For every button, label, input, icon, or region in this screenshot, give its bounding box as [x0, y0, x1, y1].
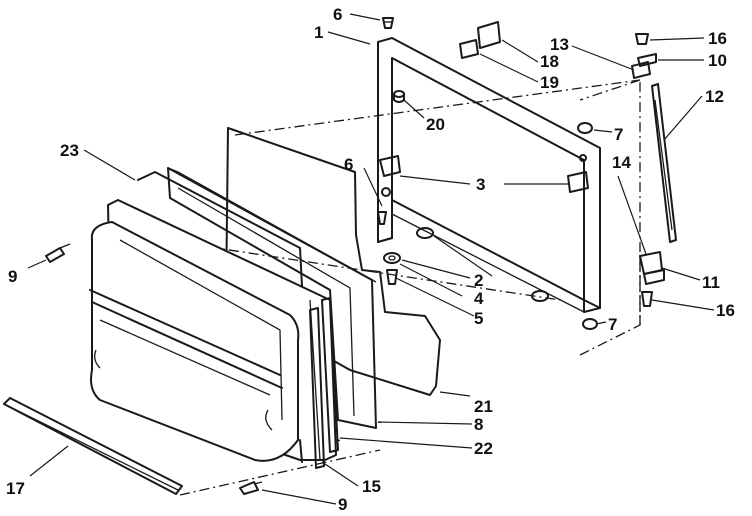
leader-lines: [27, 13, 715, 505]
shim-19: [459, 39, 479, 59]
callout-9-left: 9: [8, 267, 17, 286]
seal-strips: [309, 297, 339, 469]
screw-9-bottom: [239, 481, 263, 495]
callout-23: 23: [60, 141, 79, 160]
callout-16-top: 16: [708, 29, 727, 48]
callout-19: 19: [540, 73, 559, 92]
callout-10: 10: [708, 51, 727, 70]
callout-22: 22: [474, 439, 493, 458]
callout-5: 5: [474, 309, 483, 328]
callout-6-mid: 6: [344, 155, 353, 174]
hinge-11: [639, 251, 665, 285]
screw-5: [386, 269, 398, 285]
rod-12: [651, 83, 677, 243]
callout-1: 1: [314, 23, 323, 42]
spacer-2: [416, 227, 549, 302]
gasket-frame: [167, 167, 377, 429]
callout-8: 8: [474, 415, 483, 434]
callout-6-top: 6: [333, 5, 342, 24]
door-liner: [89, 199, 337, 463]
plug-20: [393, 90, 405, 103]
callout-3: 3: [476, 175, 485, 194]
callout-21: 21: [474, 397, 493, 416]
callout-14: 14: [612, 153, 631, 172]
callout-11: 11: [702, 273, 720, 292]
hinge-3-left: [379, 155, 401, 197]
callout-17: 17: [6, 479, 25, 498]
hinge-3-right: [567, 154, 589, 193]
callout-20: 20: [426, 115, 445, 134]
screw-16-bottom: [641, 291, 653, 307]
callout-2: 2: [474, 271, 483, 290]
screw-9-left: [45, 243, 71, 263]
shim-18: [477, 21, 501, 49]
kick-plate-17: [3, 397, 183, 495]
callout-16-bottom: 16: [716, 301, 735, 320]
callout-9-bottom: 9: [338, 495, 347, 514]
callout-7-bottom: 7: [608, 315, 617, 334]
callout-15: 15: [362, 477, 381, 496]
cap-7-top: [577, 122, 593, 134]
bracket-13: [631, 61, 651, 79]
cap-7-bottom: [582, 318, 598, 330]
callout-18: 18: [540, 52, 559, 71]
screw-16-top: [635, 33, 649, 45]
callout-4: 4: [474, 289, 484, 308]
insulation-21: [225, 127, 441, 396]
washer-4: [383, 252, 401, 264]
callout-12: 12: [705, 87, 724, 106]
callout-13: 13: [550, 35, 569, 54]
screw-6-top: [382, 17, 394, 29]
callout-labels: 6 1 18 13 19 16 10 12 20 7 14 23 6 3 9 2…: [6, 5, 735, 514]
door-frame-bracket: [377, 37, 601, 313]
screw-6-mid: [377, 211, 387, 225]
callout-7-top: 7: [614, 125, 623, 144]
